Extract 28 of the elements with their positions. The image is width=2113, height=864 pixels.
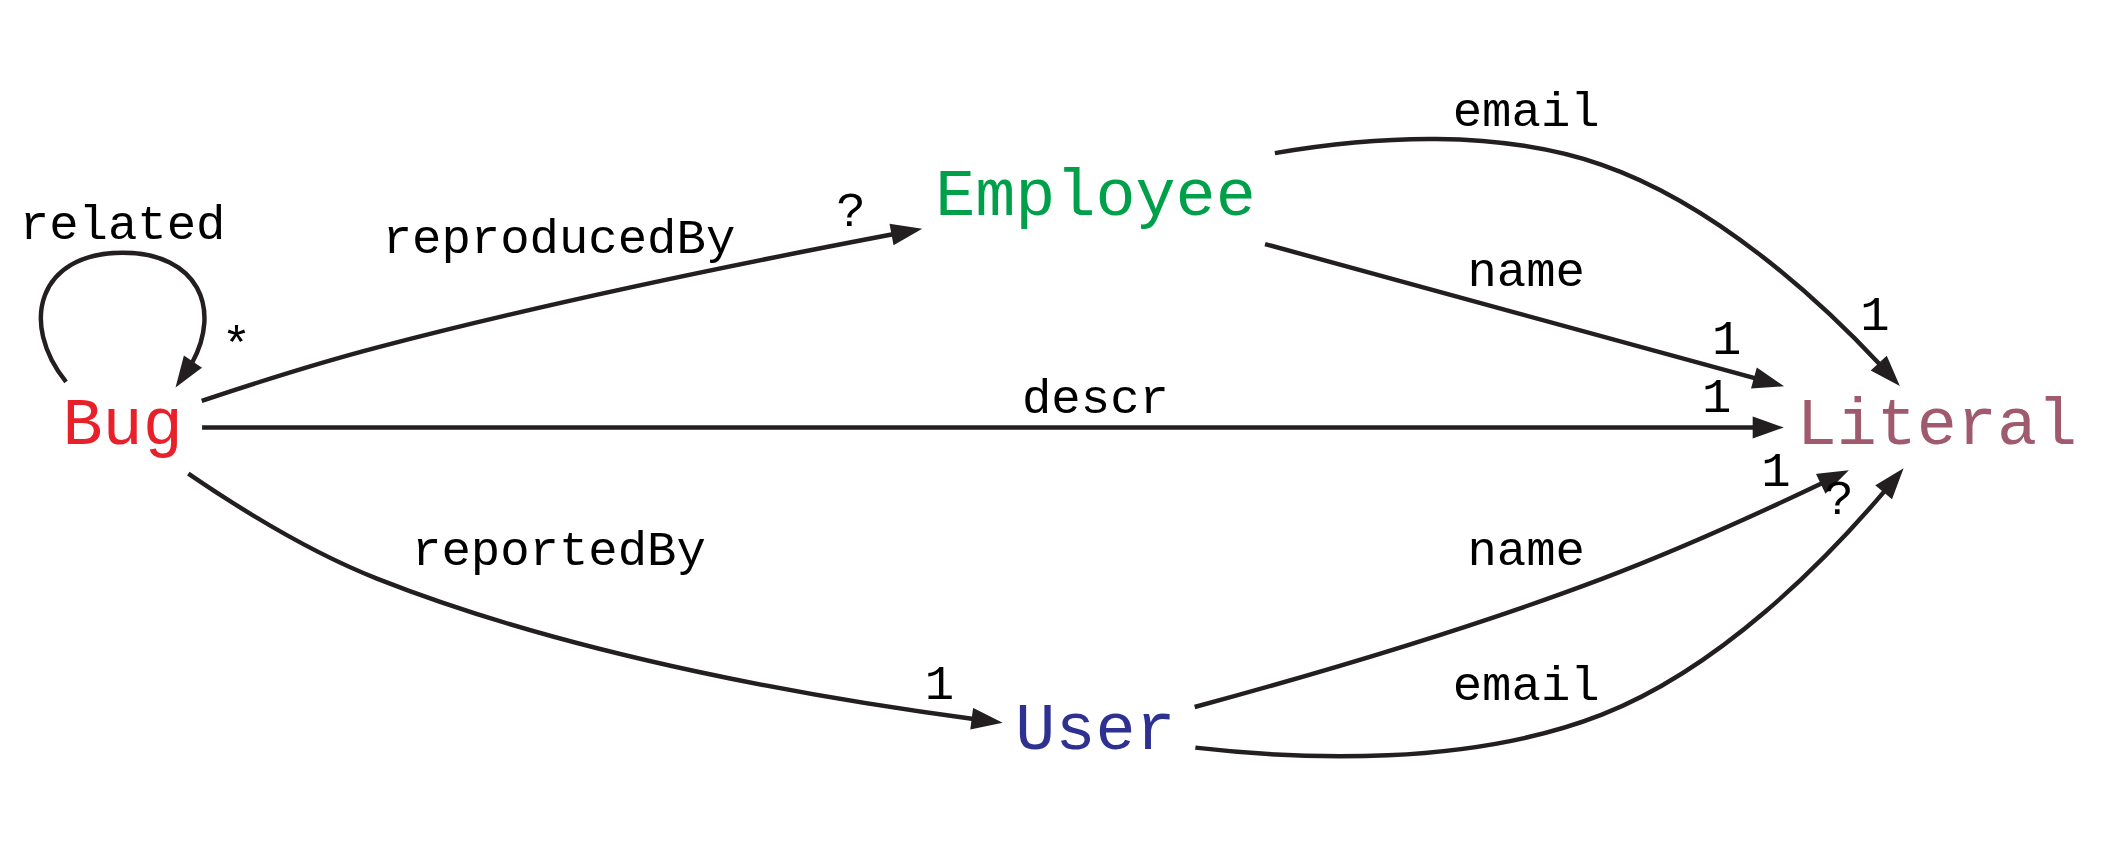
label: 1: [1860, 288, 1890, 345]
node-text: Employee: [935, 158, 1256, 235]
node-text: User: [1015, 692, 1176, 769]
arrow: [201, 223, 923, 403]
label: 1: [924, 657, 955, 714]
edge-label: related: [19, 197, 226, 253]
arrow: [38, 250, 207, 387]
node-text: Bug: [62, 387, 183, 464]
arrow: [202, 416, 1784, 438]
edge-label: email: [1452, 84, 1600, 141]
node-text: Literal: [1796, 387, 2078, 464]
arrow: [1264, 241, 1784, 388]
edge-label: name: [1467, 523, 1585, 580]
label: 1: [1761, 444, 1791, 501]
arrow: [1194, 469, 1849, 709]
label: *: [221, 318, 252, 375]
edge-label: email: [1452, 658, 1600, 715]
label: 1: [1701, 370, 1732, 427]
edge-label: reproducedBy: [382, 211, 736, 268]
edge-label: descr: [1021, 371, 1169, 428]
edge-label: name: [1467, 244, 1585, 301]
label: ?: [836, 184, 866, 241]
arrow: [1195, 467, 1904, 758]
edge-label: reportedBy: [412, 523, 706, 580]
label: 1: [1711, 312, 1742, 369]
arrow: [1274, 136, 1900, 386]
label: ?: [1824, 472, 1854, 529]
arrow: [187, 471, 1003, 730]
